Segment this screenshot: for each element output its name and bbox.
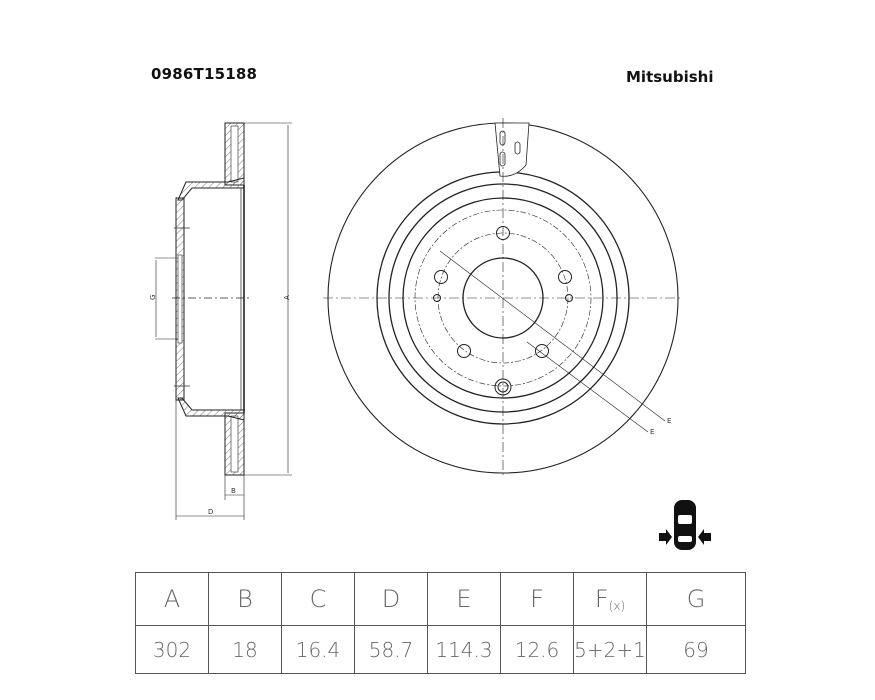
header-cell-fx: F(x): [573, 572, 647, 626]
value-cell-fx: 5+2+1: [573, 625, 647, 674]
dim-label-b: B: [231, 487, 236, 495]
header-cell-f: F: [500, 572, 574, 626]
header-cell-e: E: [427, 572, 501, 626]
value-cell-d: 58.7: [354, 625, 428, 674]
header-cell-a: A: [135, 572, 209, 626]
part-number: 0986T15188: [151, 65, 258, 83]
value-cell-g: 69: [646, 625, 746, 674]
dim-label-g: G: [149, 295, 157, 300]
brand-name: Mitsubishi: [626, 68, 714, 86]
value-cell-e: 114.3: [427, 625, 501, 674]
header-cell-c: C: [281, 572, 355, 626]
spec-table-value-row: 302 18 16.4 58.7 114.3 12.6 5+2+1 69: [135, 625, 746, 674]
header-cell-g: G: [646, 572, 746, 626]
header-cell-fx-sub: (x): [608, 599, 626, 613]
dim-label-e-1: E: [667, 417, 671, 425]
value-cell-f: 12.6: [500, 625, 574, 674]
value-cell-b: 18: [208, 625, 282, 674]
spec-table-header-row: A B C D E F F(x) G: [135, 572, 746, 626]
front-view: [323, 118, 683, 478]
value-cell-a: 302: [135, 625, 209, 674]
dim-label-e-2: E: [650, 428, 654, 436]
rear-axle-car-icon: [659, 500, 711, 550]
spec-table: A B C D E F F(x) G 302 18 16.4 58.7 114.…: [135, 572, 746, 674]
header-cell-b: B: [208, 572, 282, 626]
value-cell-c: 16.4: [281, 625, 355, 674]
header-cell-d: D: [354, 572, 428, 626]
dim-label-d: D: [208, 508, 213, 516]
dim-label-a: A: [283, 295, 291, 300]
section-view: [155, 122, 292, 520]
header-cell-fx-label: F: [594, 585, 609, 613]
